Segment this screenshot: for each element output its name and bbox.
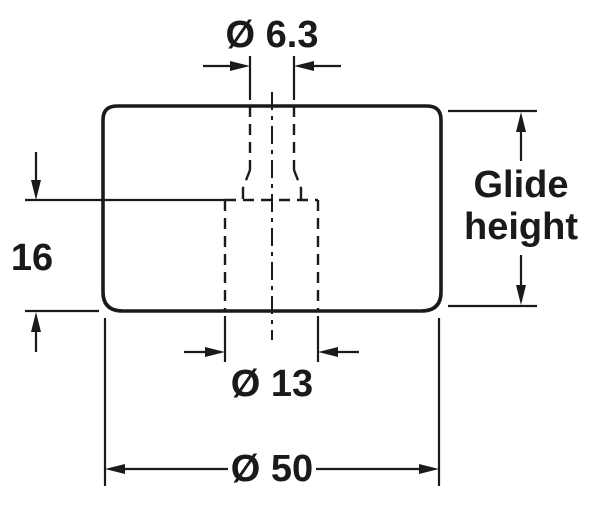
arrowhead-up-icon: [516, 112, 526, 132]
hidden-hole-lines: [223, 106, 320, 311]
dimension-glide-height: Glide height: [448, 109, 578, 308]
arrowhead-right-icon: [230, 61, 250, 71]
label-inner-diameter: Ø 13: [231, 363, 313, 405]
arrowhead-left-icon: [105, 464, 125, 474]
label-top-diameter: Ø 6.3: [226, 14, 319, 56]
arrowhead-left-icon: [318, 347, 338, 357]
taper-left: [241, 169, 252, 189]
arrowhead-down-icon: [31, 180, 41, 200]
label-glide-height-line2: height: [464, 206, 578, 248]
arrowhead-left-icon: [294, 61, 314, 71]
label-glide-height-line1: Glide: [473, 164, 568, 206]
arrowhead-right-icon: [205, 347, 225, 357]
dimension-inner-diameter: Ø 13: [184, 316, 359, 405]
arrowhead-up-icon: [31, 312, 41, 332]
dimension-top-diameter: Ø 6.3: [203, 14, 341, 100]
glide-body-outline: [101, 104, 443, 313]
dimension-outer-diameter: Ø 50: [103, 318, 441, 490]
label-height-16: 16: [11, 237, 53, 279]
dimension-height-16: 16: [11, 152, 225, 352]
label-outer-diameter: Ø 50: [231, 448, 313, 490]
glide-body: [101, 104, 443, 313]
arrowhead-down-icon: [516, 285, 526, 305]
arrowhead-right-icon: [419, 464, 439, 474]
taper-right: [292, 169, 303, 189]
